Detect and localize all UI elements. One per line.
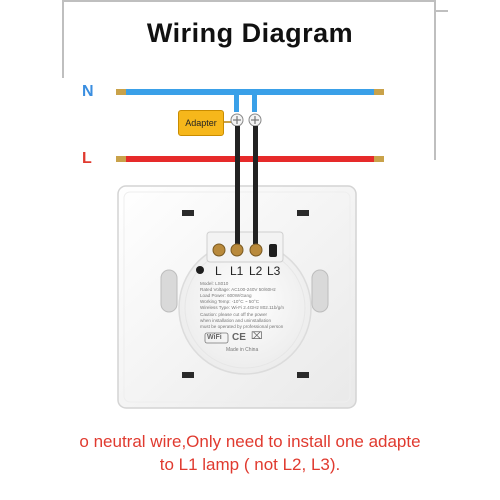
terminal-L1: [230, 243, 244, 257]
neutral-wire-label: N: [82, 83, 94, 100]
live-wire-end-right: [374, 156, 384, 162]
terminal-L3: [269, 244, 277, 257]
frame-corner-mark: [434, 10, 448, 12]
mount-slot-top-left: [182, 210, 194, 216]
spec-line: Wireless Type: Wi-Fi 2.4GHz 802.11b/g/n: [200, 305, 285, 310]
neutral-drop-left: [234, 92, 239, 112]
switch-caution-label: Caution: please cut off the power when i…: [200, 312, 296, 330]
origin-text: Made in China: [226, 347, 259, 353]
weee-icon: ⌧: [251, 331, 263, 342]
caution-line: Caution: please cut off the power: [200, 312, 268, 317]
side-cutout-left: [160, 269, 178, 313]
frame-left-border: [62, 0, 64, 78]
neutral-wire-end-right: [374, 89, 384, 95]
connector-right: [248, 113, 262, 127]
adapter-module: Adapter: [178, 110, 224, 136]
caption-line-1: o neutral wire,Only need to install one …: [79, 432, 421, 451]
terminal-label-L2: L2: [249, 264, 263, 278]
mount-slot-bottom-right: [297, 372, 309, 378]
live-wire: [126, 156, 374, 162]
neutral-wire: [126, 89, 374, 95]
load-wire-right: [253, 126, 258, 244]
neutral-drop-right: [252, 92, 257, 112]
side-cutout-right: [311, 269, 329, 313]
spec-line: Working Temp: -10°C ~ 50°C: [200, 299, 260, 304]
mount-slot-bottom-left: [182, 372, 194, 378]
ce-mark: CE: [232, 332, 246, 343]
terminal-label-L: L: [215, 264, 222, 278]
spec-line: Load Power: 600W/Gang: [200, 293, 252, 298]
neutral-wire-end-left: [116, 89, 126, 95]
terminal-label-L1: L1: [230, 264, 244, 278]
wifi-mark: WiFi: [207, 334, 222, 341]
diagram-title: Wiring Diagram: [146, 18, 354, 48]
switch-spec-label: Model: LS010 Rated Voltage: AC100-240V 5…: [200, 281, 292, 311]
terminal-block: [206, 231, 284, 263]
indicator-dot: [196, 266, 204, 274]
load-wire-left: [235, 126, 240, 244]
mount-slot-top-right: [297, 210, 309, 216]
frame-right-border: [434, 0, 436, 160]
live-wire-end-left: [116, 156, 126, 162]
terminal-L2: [249, 243, 263, 257]
terminal-L: [212, 243, 226, 257]
caution-line: when installation and uninstallation: [200, 318, 271, 323]
spec-line: Model: LS010: [200, 281, 229, 286]
wifi-mark-box: [204, 332, 229, 344]
caution-line: must be operated by professional person: [200, 324, 284, 329]
caption-line-2: to L1 lamp ( not L2, L3).: [159, 455, 341, 474]
live-wire-label: L: [82, 150, 92, 167]
frame-top-border: [62, 0, 434, 2]
spec-line: Rated Voltage: AC100-240V 50/60Hz: [200, 287, 276, 292]
connector-left: [230, 113, 244, 127]
terminal-label-L3: L3: [267, 264, 281, 278]
